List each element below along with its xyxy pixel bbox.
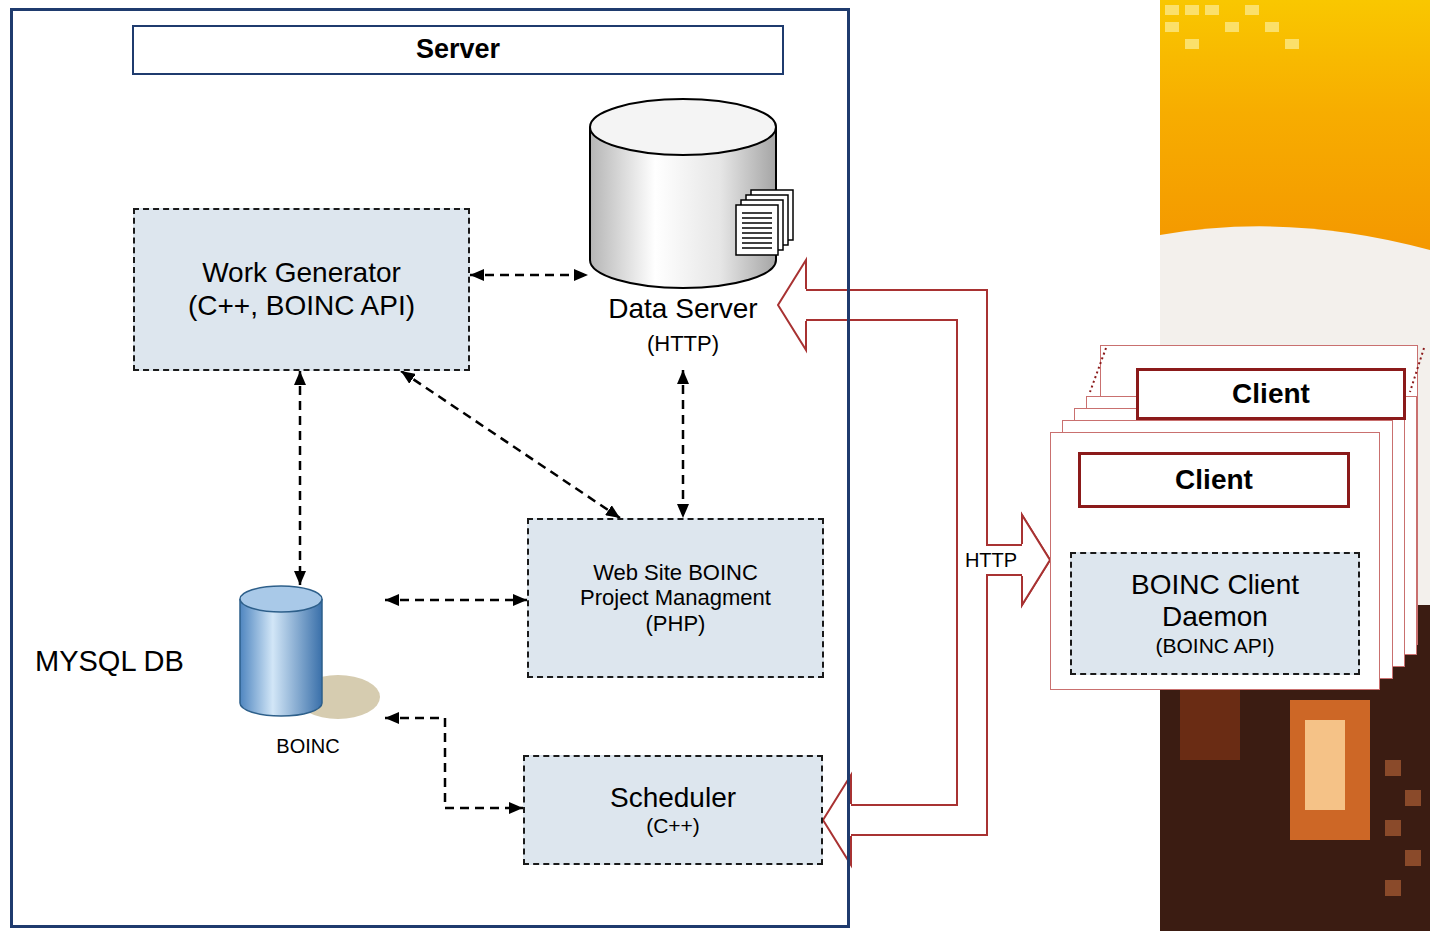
rect-shape (1265, 22, 1279, 32)
rect-shape (1225, 22, 1239, 32)
rect-shape (1405, 790, 1421, 806)
node-text: BOINC (258, 735, 358, 758)
rect-shape (1385, 880, 1401, 896)
hollow-arrowhead (778, 260, 806, 350)
edge-label: HTTP (964, 549, 1018, 571)
line-shape (742, 222, 772, 224)
process-box: Web Site BOINC Project Managment (PHP) (527, 518, 824, 678)
rect-shape (1185, 5, 1199, 15)
node-text: Web Site BOINC Project Managment (PHP) (568, 560, 783, 636)
rect-shape (1290, 700, 1370, 840)
hollow-arrowhead-outline (778, 260, 806, 350)
line-shape (742, 227, 772, 229)
node-text: (C++) (543, 814, 803, 838)
rect-shape (736, 205, 778, 255)
line-shape (742, 247, 772, 249)
line-shape (742, 242, 772, 244)
node-text: (HTTP) (588, 331, 778, 356)
database: MYSQL DB BOINC (30, 585, 385, 770)
rect-shape (1405, 850, 1421, 866)
card-title: Client (1232, 378, 1310, 410)
http-arrow-body (806, 305, 1022, 560)
dashed-connector (299, 371, 302, 585)
dashed-connector (385, 718, 523, 808)
rect-shape (1165, 22, 1179, 32)
node-text: Scheduler (543, 782, 803, 814)
node-text: MYSQL DB (35, 645, 184, 678)
card-title-box: Client (1078, 452, 1350, 508)
title-bar: Server (132, 25, 784, 75)
panel-title: Server (416, 34, 500, 65)
dashed-connector (401, 371, 620, 518)
hollow-arrowhead-outline (823, 775, 851, 865)
path-shape (240, 599, 322, 716)
g-shape (806, 305, 1022, 820)
http-arrow-body (851, 560, 1022, 820)
node-text: Work Generator (C++, BOINC API) (179, 257, 424, 321)
dashed-connector (470, 274, 588, 277)
rect-shape (1165, 5, 1179, 15)
hollow-arrowhead (823, 775, 851, 865)
http-arrow-outline (851, 560, 1022, 820)
rect-shape (1385, 760, 1401, 776)
ellipse-shape (590, 99, 776, 155)
node-text: BOINC Client Daemon (1105, 569, 1325, 633)
dashed-connector (385, 599, 527, 602)
line-shape (1090, 348, 1106, 392)
line-shape (742, 237, 772, 239)
rect-shape (1185, 39, 1199, 49)
hollow-arrowhead (1022, 515, 1050, 605)
server-panel: ServerWork Generator (C++, BOINC API) Dat… (10, 8, 850, 928)
client-card: ClientBOINC Client Daemon(BOINC API) (1050, 432, 1380, 690)
http-arrow-outline (806, 305, 1022, 560)
database-cylinder (238, 585, 388, 725)
g-shape (806, 305, 1022, 820)
hollow-arrowhead-outline (1022, 515, 1050, 605)
rect-shape (1285, 39, 1299, 49)
rect-shape (1305, 720, 1345, 810)
line-shape (742, 232, 772, 234)
hollow-arrowhead-outline (1022, 515, 1050, 605)
hollow-arrowhead (1022, 515, 1050, 605)
process-box: Scheduler(C++) (523, 755, 823, 865)
node-text: Data Server (588, 293, 778, 325)
rect-shape (1385, 820, 1401, 836)
line-shape (742, 217, 772, 219)
card-title: Client (1175, 464, 1253, 496)
data-server: Data Server (HTTP) (588, 95, 778, 370)
line-shape (742, 212, 772, 214)
cylinder-shape (588, 95, 778, 290)
node-text: (BOINC API) (1105, 634, 1325, 658)
card-title-box: Client (1136, 368, 1406, 420)
dashed-connector (682, 370, 685, 518)
rect-shape (1205, 5, 1219, 15)
ellipse-shape (240, 586, 322, 612)
process-box: BOINC Client Daemon(BOINC API) (1070, 552, 1360, 675)
rect-shape (1245, 5, 1259, 15)
process-box: Work Generator (C++, BOINC API) (133, 208, 470, 371)
g-shape (742, 213, 772, 248)
line-shape (1410, 348, 1424, 392)
